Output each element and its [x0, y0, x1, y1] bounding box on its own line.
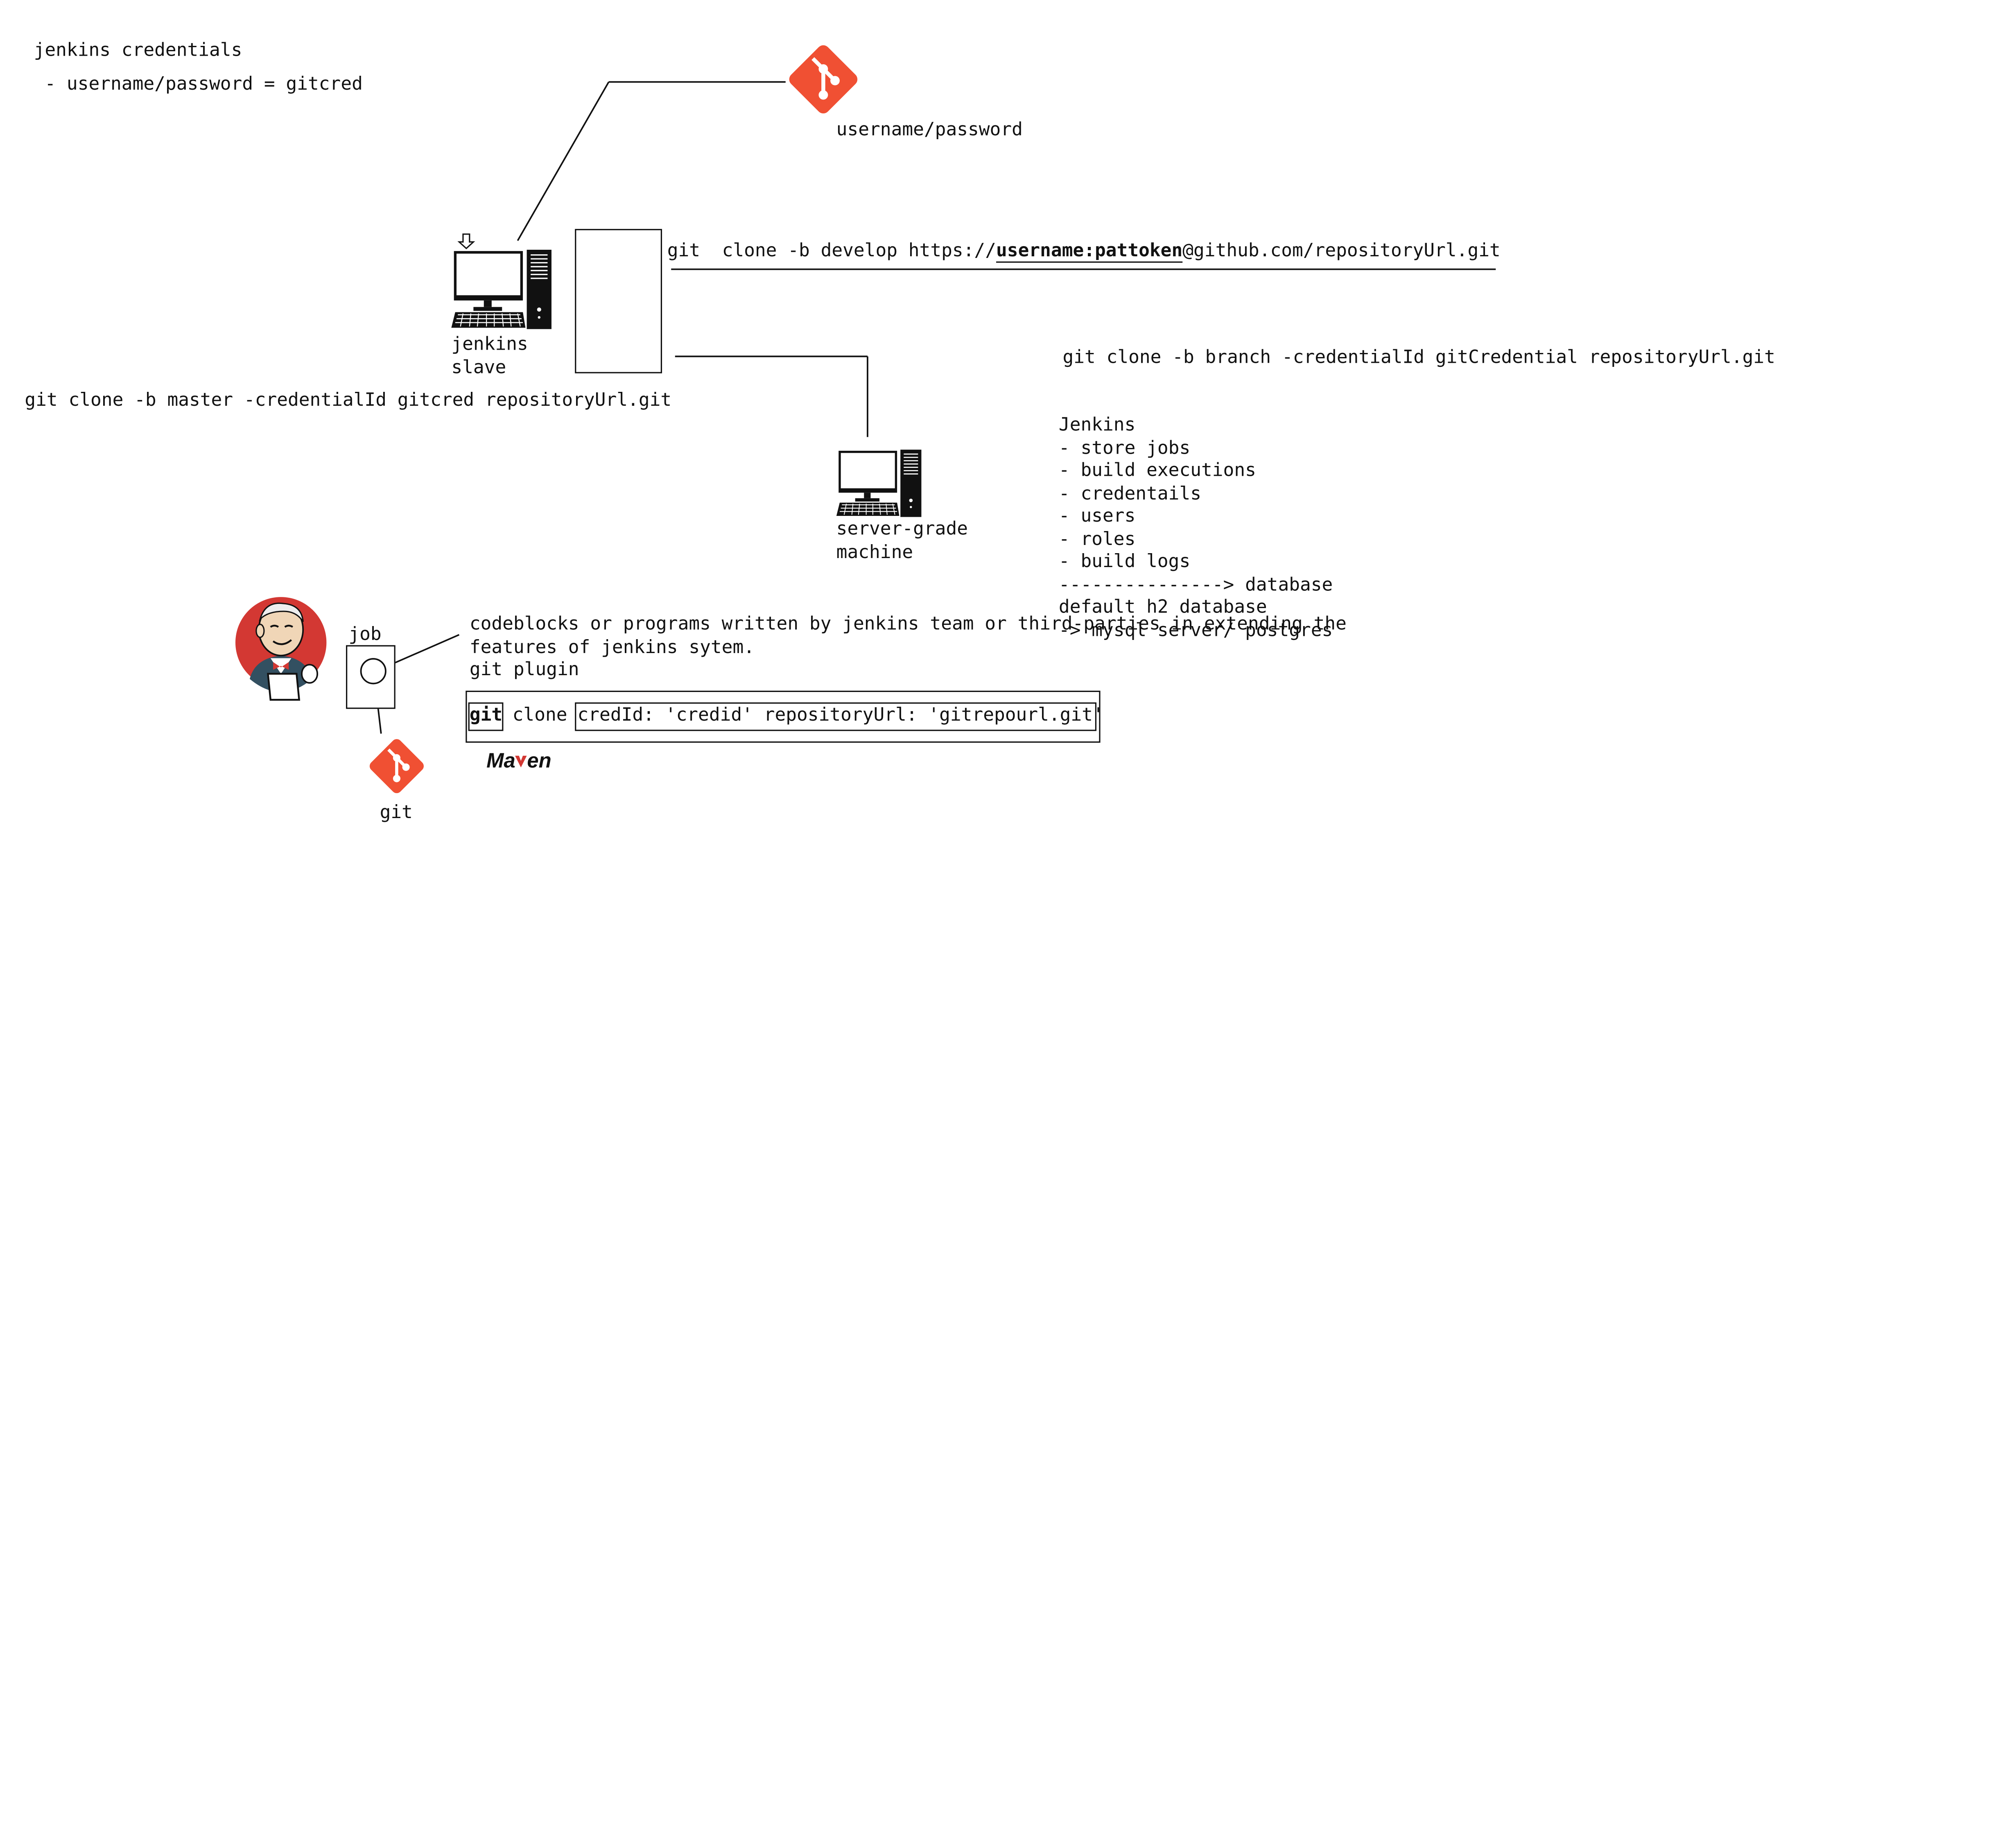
- git-icon: [369, 739, 424, 794]
- credentials-title: jenkins credentials: [34, 40, 242, 61]
- connector-lines: [375, 81, 1496, 734]
- develop-clone-prefix: git clone -b develop https://: [667, 240, 997, 262]
- jenkins-notes-line: -> mysql server/ postgres: [1058, 619, 1333, 641]
- develop-clone-credential: username:pattoken: [996, 240, 1183, 262]
- server-label-1: server-grade: [836, 519, 968, 540]
- job-label: job: [348, 624, 382, 645]
- plugin-note-line2: features of jenkins sytem.: [469, 637, 755, 658]
- slave-label-1: jenkins: [451, 334, 528, 355]
- plugin-note-line1: codeblocks or programs written by jenkin…: [469, 614, 1347, 635]
- git-node-label: git: [380, 803, 413, 823]
- jenkins-notes-line: - roles: [1058, 529, 1136, 550]
- git-server-label: username/password: [836, 120, 1023, 141]
- maven-feather-icon: [515, 755, 527, 768]
- plugin-note-line3: git plugin: [469, 659, 579, 680]
- jenkins-logo-icon: [235, 597, 327, 701]
- git-args-box: [575, 702, 1097, 731]
- jenkins-notes-line: default h2 database: [1058, 597, 1267, 618]
- develop-clone-suffix: @github.com/repositoryUrl.git: [1182, 240, 1501, 262]
- git-step-args: credId: 'credid' repositoryUrl: 'gitrepo…: [577, 705, 1104, 726]
- branch-clone-command: git clone -b branch -credentialId gitCre…: [1062, 347, 1775, 369]
- server-computer-icon: [836, 450, 922, 517]
- maven-logo-text-b: en: [527, 751, 551, 773]
- jenkins-notes-line: - credentails: [1058, 483, 1202, 504]
- credentials-item: - username/password = gitcred: [34, 74, 363, 95]
- git-server-icon: [789, 45, 858, 114]
- maven-logo-text-a: Ma: [486, 751, 515, 773]
- jenkins-notes-line: ---------------> database: [1058, 574, 1333, 595]
- git-step-verb: clone: [512, 705, 567, 726]
- jenkins-notes-line: - users: [1058, 506, 1136, 527]
- slave-clone-command: git clone -b master -credentialId gitcre…: [25, 390, 672, 411]
- jenkins-notes-line: - build logs: [1058, 551, 1191, 572]
- server-label-2: machine: [836, 542, 913, 563]
- job-circle: [360, 658, 386, 685]
- git-keyword-box: [468, 702, 504, 731]
- jenkins-notes-line: - store jobs: [1058, 437, 1191, 459]
- develop-clone-command: git clone -b develop https://username:pa…: [667, 241, 1501, 264]
- jenkins-notes-title: Jenkins: [1058, 415, 1136, 436]
- jenkins-notes-line: - build executions: [1058, 460, 1256, 482]
- slave-label-2: slave: [451, 357, 506, 379]
- computer-icon: [451, 233, 551, 329]
- workspace-box: [575, 229, 662, 373]
- git-step-keyword: git: [469, 705, 503, 726]
